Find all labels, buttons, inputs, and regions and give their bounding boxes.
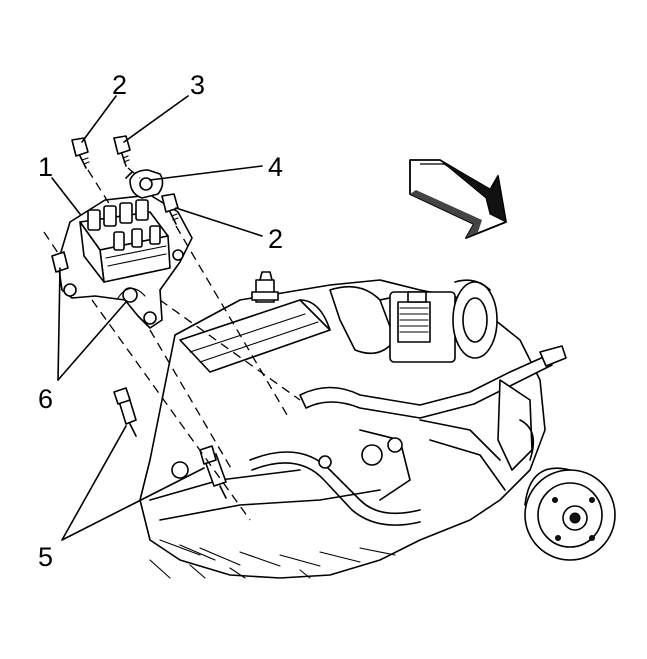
callout-4: 4 <box>268 152 283 182</box>
alignment-lines <box>43 167 301 521</box>
camshaft-position-sensor <box>125 169 164 199</box>
coil-bolt-upper <box>71 137 90 169</box>
callout-2-right: 2 <box>268 224 283 254</box>
crankshaft-pulley <box>524 467 616 561</box>
breather-fitting <box>251 271 279 303</box>
coil-bolt-right <box>161 193 179 225</box>
spark-plug-boot-left <box>113 387 137 437</box>
engine-assembly <box>139 271 616 579</box>
sensor-bolt <box>113 135 131 167</box>
throttle-body <box>389 279 498 363</box>
callout-3: 3 <box>190 70 205 100</box>
callout-2-upper: 2 <box>112 70 127 100</box>
ignition-coil-assembly <box>57 194 193 329</box>
callout-1: 1 <box>38 152 53 182</box>
front-of-vehicle-arrow-icon <box>409 159 507 239</box>
coil-mount-stud <box>51 251 69 273</box>
callout-5: 5 <box>38 542 53 572</box>
spark-plug-boot-right <box>199 445 227 499</box>
leader-lines <box>51 95 263 541</box>
callout-6: 6 <box>38 384 53 414</box>
